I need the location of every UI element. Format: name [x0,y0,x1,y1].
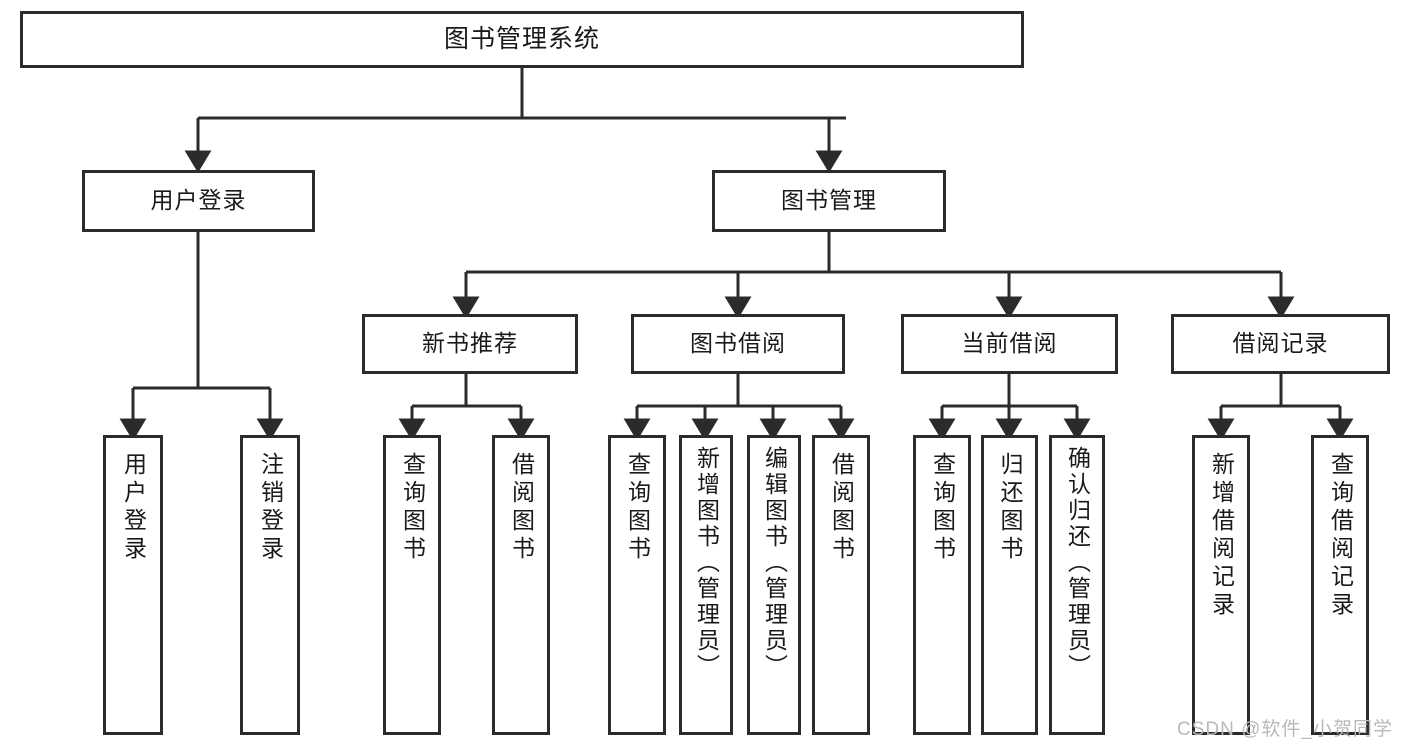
leaf-borrow-book-borrowing[interactable]: 借阅图书 [812,435,870,735]
leaf-edit-book-admin[interactable]: 编辑图书（管理员） [747,435,801,735]
node-label: 借阅图书 [508,452,535,564]
node-label: 查询图书 [929,452,956,564]
node-label: 图书管理 [781,187,877,214]
node-label: 新书推荐 [422,330,518,357]
node-label: 借阅图书 [828,452,855,564]
node-label: 编辑图书（管理员） [761,446,788,680]
leaf-query-book-new-recommendation[interactable]: 查询图书 [383,435,441,735]
leaf-query-borrowing-record[interactable]: 查询借阅记录 [1311,435,1369,735]
node-label: 用户登录 [120,452,147,564]
leaf-add-borrowing-record[interactable]: 新增借阅记录 [1192,435,1250,735]
node-book-management[interactable]: 图书管理 [712,170,946,232]
leaf-borrow-book-new-recommendation[interactable]: 借阅图书 [492,435,550,735]
node-label: 查询图书 [399,452,426,564]
leaf-logout[interactable]: 注销登录 [240,435,300,735]
node-borrowing-record[interactable]: 借阅记录 [1171,314,1390,374]
node-book-borrowing[interactable]: 图书借阅 [631,314,845,374]
node-label: 归还图书 [997,452,1023,564]
leaf-query-book-current[interactable]: 查询图书 [913,435,971,735]
node-label: 当前借阅 [961,330,1058,357]
node-current-borrowing[interactable]: 当前借阅 [901,314,1118,374]
node-new-book-recommendation[interactable]: 新书推荐 [362,314,578,374]
leaf-return-book[interactable]: 归还图书 [981,435,1038,735]
node-label: 用户登录 [150,187,247,214]
node-label: 新增图书（管理员） [693,446,720,680]
node-label: 图书管理系统 [443,24,600,53]
leaf-add-book-admin[interactable]: 新增图书（管理员） [679,435,733,735]
leaf-user-login[interactable]: 用户登录 [103,435,163,735]
leaf-query-book-borrowing[interactable]: 查询图书 [608,435,666,735]
leaf-confirm-return-admin[interactable]: 确认归还（管理员） [1049,435,1105,735]
node-label: 注销登录 [257,452,284,564]
node-label: 查询借阅记录 [1327,452,1354,620]
node-user-login[interactable]: 用户登录 [82,170,315,232]
node-label: 图书借阅 [690,330,786,357]
node-label: 新增借阅记录 [1208,452,1235,620]
node-label: 查询图书 [624,452,651,564]
node-root-book-management-system[interactable]: 图书管理系统 [20,11,1024,68]
csdn-watermark: CSDN @软件_小贺同学 [1177,719,1393,740]
node-label: 借阅记录 [1232,330,1329,357]
node-label: 确认归还（管理员） [1064,446,1091,680]
